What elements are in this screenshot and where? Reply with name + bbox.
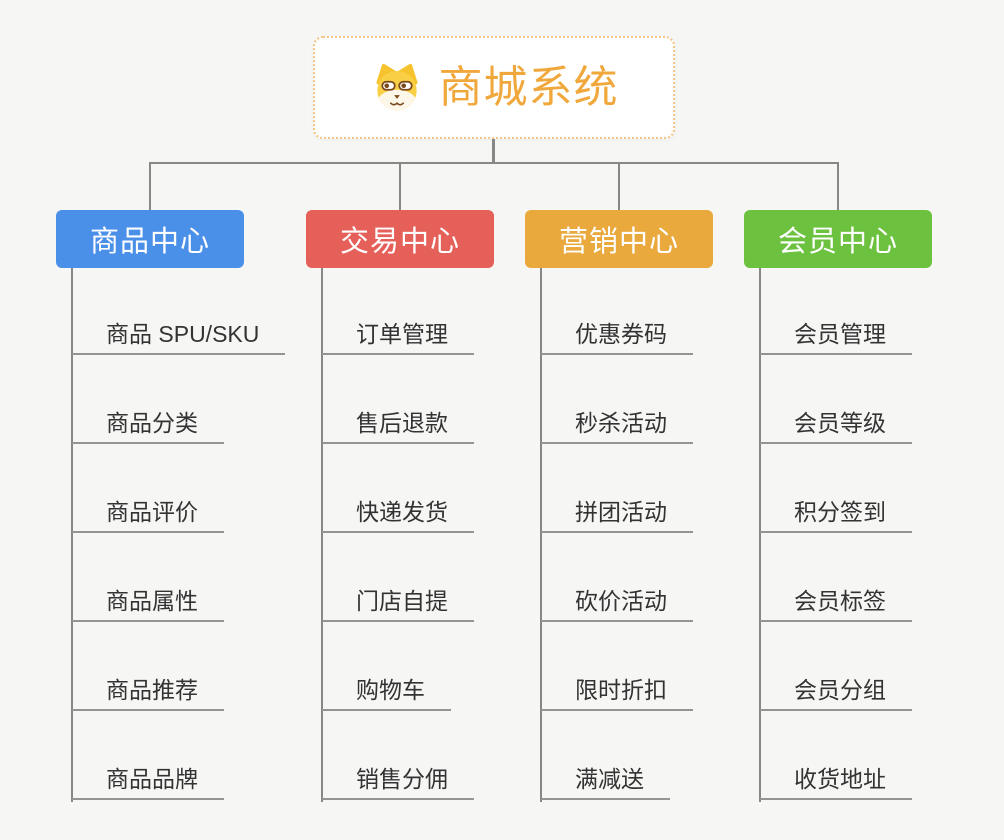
topic-item-label[interactable]: 订单管理 bbox=[322, 321, 474, 355]
topic-item: 门店自提 bbox=[322, 533, 562, 622]
topic-item: 砍价活动 bbox=[541, 533, 781, 622]
topic-item: 会员分组 bbox=[760, 622, 1000, 711]
topic-item-label[interactable]: 门店自提 bbox=[322, 588, 474, 622]
topic-item: 秒杀活动 bbox=[541, 355, 781, 444]
connector-spine-trade-center bbox=[321, 268, 323, 802]
topic-item: 商品分类 bbox=[72, 355, 312, 444]
branch-items-marketing-center: 优惠券码秒杀活动拼团活动砍价活动限时折扣满减送 bbox=[541, 266, 781, 800]
root-title: 商城系统 bbox=[438, 62, 619, 112]
topic-item: 快递发货 bbox=[322, 444, 562, 533]
connector-drop-trade-center bbox=[399, 162, 401, 210]
topic-item: 限时折扣 bbox=[541, 622, 781, 711]
connector-spine-product-center bbox=[71, 268, 73, 802]
topic-item-label[interactable]: 会员分组 bbox=[760, 677, 912, 711]
connector-trunk bbox=[492, 139, 495, 163]
topic-item-label[interactable]: 售后退款 bbox=[322, 410, 474, 444]
topic-item-label[interactable]: 秒杀活动 bbox=[541, 410, 693, 444]
connector-spine-marketing-center bbox=[540, 268, 542, 802]
topic-item-label[interactable]: 商品属性 bbox=[72, 588, 224, 622]
topic-item-label[interactable]: 限时折扣 bbox=[541, 677, 693, 711]
branch-header-member-center[interactable]: 会员中心 bbox=[744, 210, 932, 268]
topic-item: 拼团活动 bbox=[541, 444, 781, 533]
topic-item: 购物车 bbox=[322, 622, 562, 711]
topic-item-label[interactable]: 拼团活动 bbox=[541, 499, 693, 533]
connector-drop-product-center bbox=[149, 162, 151, 210]
topic-item-label[interactable]: 会员管理 bbox=[760, 321, 912, 355]
branch-items-member-center: 会员管理会员等级积分签到会员标签会员分组收货地址 bbox=[760, 266, 1000, 800]
topic-item-label[interactable]: 满减送 bbox=[541, 766, 670, 800]
branch-header-marketing-center[interactable]: 营销中心 bbox=[525, 210, 713, 268]
topic-item: 积分签到 bbox=[760, 444, 1000, 533]
topic-item: 会员管理 bbox=[760, 266, 1000, 355]
connector-spine-member-center bbox=[759, 268, 761, 802]
topic-item-label[interactable]: 商品推荐 bbox=[72, 677, 224, 711]
topic-item-label[interactable]: 会员标签 bbox=[760, 588, 912, 622]
topic-item-label[interactable]: 商品分类 bbox=[72, 410, 224, 444]
topic-item: 商品评价 bbox=[72, 444, 312, 533]
topic-item-label[interactable]: 快递发货 bbox=[322, 499, 474, 533]
topic-item-label[interactable]: 收货地址 bbox=[760, 766, 912, 800]
branch-header-trade-center[interactable]: 交易中心 bbox=[306, 210, 494, 268]
topic-item: 会员等级 bbox=[760, 355, 1000, 444]
topic-item-label[interactable]: 销售分佣 bbox=[322, 766, 474, 800]
topic-item: 商品品牌 bbox=[72, 711, 312, 800]
topic-item: 商品 SPU/SKU bbox=[72, 266, 312, 355]
connector-drop-marketing-center bbox=[618, 162, 620, 210]
topic-item: 商品属性 bbox=[72, 533, 312, 622]
topic-item-label[interactable]: 会员等级 bbox=[760, 410, 912, 444]
topic-item: 优惠券码 bbox=[541, 266, 781, 355]
connector-drop-member-center bbox=[837, 162, 839, 210]
branch-header-product-center[interactable]: 商品中心 bbox=[56, 210, 244, 268]
topic-item: 售后退款 bbox=[322, 355, 562, 444]
topic-item: 满减送 bbox=[541, 711, 781, 800]
topic-item-label[interactable]: 购物车 bbox=[322, 677, 451, 711]
topic-item: 收货地址 bbox=[760, 711, 1000, 800]
topic-item-label[interactable]: 商品评价 bbox=[72, 499, 224, 533]
topic-item: 订单管理 bbox=[322, 266, 562, 355]
topic-item: 销售分佣 bbox=[322, 711, 562, 800]
dog-face-icon bbox=[375, 63, 418, 110]
root-node[interactable]: 商城系统 bbox=[313, 36, 675, 139]
connector-rail bbox=[149, 162, 839, 164]
topic-item-label[interactable]: 优惠券码 bbox=[541, 321, 693, 355]
branch-items-trade-center: 订单管理售后退款快递发货门店自提购物车销售分佣 bbox=[322, 266, 562, 800]
topic-item-label[interactable]: 商品品牌 bbox=[72, 766, 224, 800]
topic-item-label[interactable]: 砍价活动 bbox=[541, 588, 693, 622]
topic-item-label[interactable]: 商品 SPU/SKU bbox=[72, 321, 286, 355]
branch-items-product-center: 商品 SPU/SKU 商品分类商品评价商品属性商品推荐商品品牌 bbox=[72, 266, 312, 800]
topic-item: 会员标签 bbox=[760, 533, 1000, 622]
topic-item-label[interactable]: 积分签到 bbox=[760, 499, 912, 533]
topic-item: 商品推荐 bbox=[72, 622, 312, 711]
